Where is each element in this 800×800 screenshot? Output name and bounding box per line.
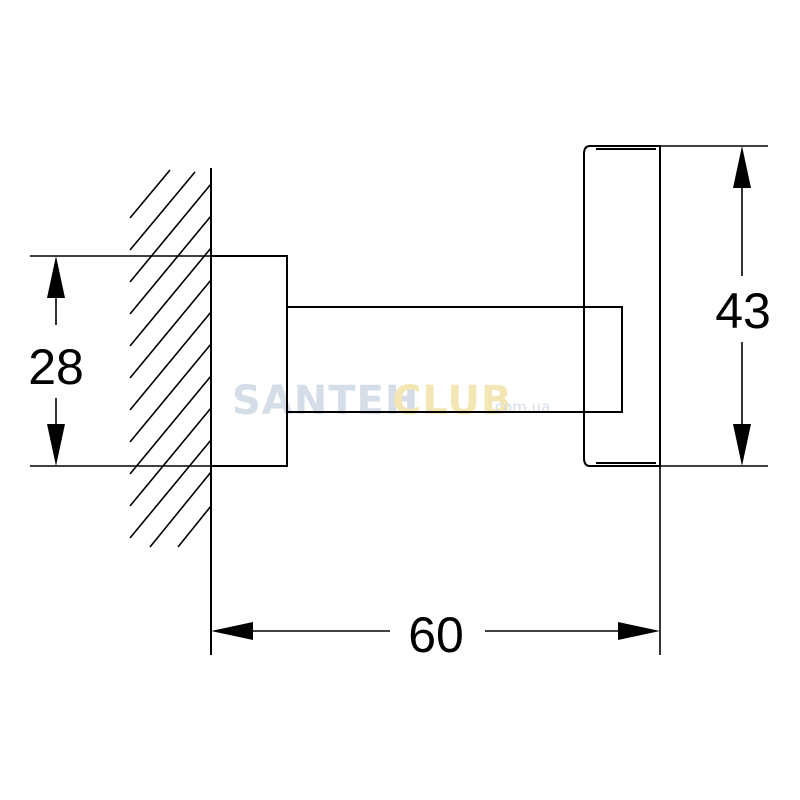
wall-hatching (129, 169, 212, 548)
hook-height-label: 43 (715, 283, 771, 339)
dimension-base-height: 28 (28, 255, 211, 467)
base-height-label: 28 (28, 339, 84, 395)
watermark-part1: SANTEH (232, 378, 419, 424)
dimension-hook-height: 43 (660, 145, 771, 467)
hook-arm (287, 306, 623, 413)
projection-label: 60 (408, 607, 464, 663)
watermark-part2: CLUB (392, 378, 512, 424)
base-plate (211, 255, 288, 467)
watermark: SANTEH CLUB .com.ua (232, 378, 550, 424)
dimension-projection: 60 (211, 466, 661, 663)
hook-head (583, 145, 661, 467)
watermark-domain: .com.ua (490, 398, 550, 416)
